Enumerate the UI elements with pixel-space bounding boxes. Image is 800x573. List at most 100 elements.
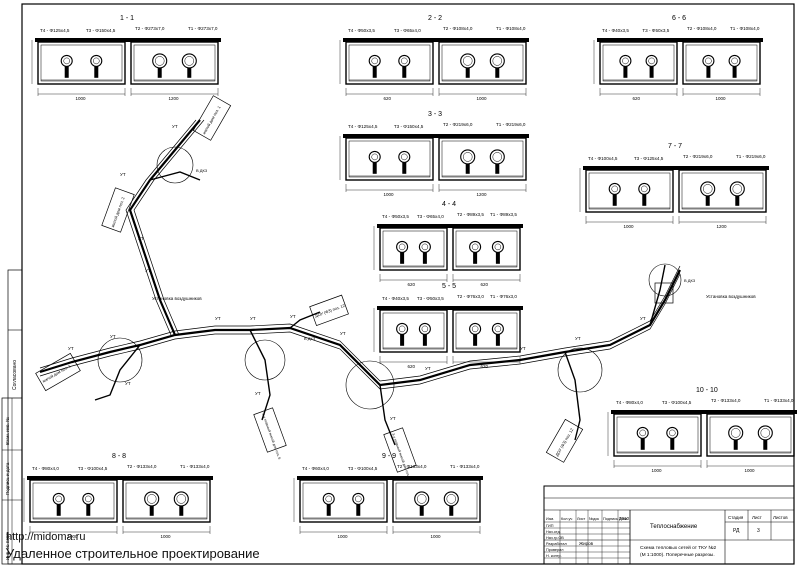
title-col-header: Лист bbox=[577, 517, 586, 521]
node-circle bbox=[97, 337, 143, 383]
building-dou-bottom: ДОУ (ФЗ) поз. 12 bbox=[545, 418, 584, 463]
pipe-label: T1 - Φ273x7,0 bbox=[188, 26, 218, 31]
channel: 620 bbox=[597, 38, 680, 101]
svg-text:3-х этажный жилой дом поз. 6: 3-х этажный жилой дом поз. 6 bbox=[261, 413, 281, 460]
title-stage-header: Стадия bbox=[728, 515, 744, 520]
title-col-header: Дата bbox=[619, 517, 628, 521]
channel: 1000 bbox=[390, 476, 483, 539]
node-circle bbox=[345, 360, 395, 410]
pipe-label: T2 - Φ133x4,0 bbox=[711, 398, 741, 403]
pipe-label: T3 - Φ50x3,5 bbox=[642, 28, 669, 33]
svg-text:УТ: УТ bbox=[68, 346, 74, 351]
pipe-label: T3 - Φ100x4,5 bbox=[78, 466, 108, 471]
pipe-circle bbox=[491, 322, 504, 335]
pipe-label: T3 - Φ150x4,5 bbox=[394, 124, 424, 129]
section-title: 10 - 10 bbox=[696, 387, 718, 394]
dimension-label: 620 bbox=[408, 282, 416, 287]
dimension-label: 620 bbox=[384, 96, 392, 101]
dimension-label: 1000 bbox=[652, 468, 663, 473]
well-labels: УТ УТ УТ УТ УТ УТ УТ УТ УТ УТ УТ УТ УТ У… bbox=[68, 124, 646, 421]
title-role: Нач.отд. bbox=[546, 530, 561, 534]
dimension-label: 1200 bbox=[169, 96, 180, 101]
pipe-circle bbox=[52, 492, 65, 505]
title-role: Нач.гр.ОВ bbox=[546, 536, 564, 540]
pipe-label: T2 - Φ133x4,0 bbox=[127, 464, 157, 469]
side-sign: Подпись и дата bbox=[5, 462, 10, 495]
dimension-label: 620 bbox=[481, 282, 489, 287]
pipe-circle bbox=[491, 240, 504, 253]
pipe-circle bbox=[368, 54, 381, 67]
svg-text:УТ: УТ bbox=[390, 416, 396, 421]
pipe-circle bbox=[152, 53, 168, 69]
dimension-label: 1000 bbox=[68, 534, 79, 539]
pipe-circle bbox=[666, 426, 679, 439]
svg-text:УТ: УТ bbox=[250, 316, 256, 321]
anchor-note-left: Установка воздушников bbox=[152, 296, 202, 301]
pipe-label: T2 - Φ219x6,0 bbox=[443, 122, 473, 127]
dimension-label: 1000 bbox=[338, 534, 349, 539]
side-agreed: Согласовано bbox=[12, 360, 18, 390]
pipe-label: T1 - Φ76x3,0 bbox=[490, 294, 517, 299]
title-col-header: Кол.уч bbox=[561, 517, 572, 521]
node-circle bbox=[244, 339, 286, 381]
section-title: 8 - 8 bbox=[112, 453, 126, 460]
pipe-circle bbox=[173, 491, 189, 507]
pipe-circle bbox=[82, 492, 95, 505]
dimension-label: 1000 bbox=[431, 534, 442, 539]
svg-text:УТ: УТ bbox=[120, 172, 126, 177]
pipe-label: T2 - Φ89x3,5 bbox=[457, 212, 484, 217]
pipe-label: T1 - Φ219x6,0 bbox=[496, 122, 526, 127]
section-title: 7 - 7 bbox=[668, 143, 682, 150]
pipe-circle bbox=[368, 150, 381, 163]
channel: 620 bbox=[377, 306, 450, 369]
pipe-circle bbox=[398, 150, 411, 163]
pipe-circle bbox=[322, 492, 335, 505]
title-sheet: 3 bbox=[757, 528, 760, 534]
pipe-label: T2 - Φ108x4,0 bbox=[687, 26, 717, 31]
svg-text:УТ: УТ bbox=[640, 316, 646, 321]
channel: 1000 bbox=[680, 38, 763, 101]
title-stage: РД bbox=[733, 528, 740, 534]
heating-network-plan: жилой дом поз. 1 жилой дом поз. 2 жилой … bbox=[35, 95, 756, 480]
pipe-circle bbox=[396, 240, 409, 253]
title-sheet-header: Лист bbox=[752, 515, 762, 520]
section-title: 6 - 6 bbox=[672, 15, 686, 22]
pipe-label: T3 - Φ65x4,0 bbox=[394, 28, 421, 33]
pipe-circle bbox=[757, 425, 773, 441]
title-role: ГИП bbox=[546, 524, 554, 528]
channel: 1000 bbox=[704, 410, 797, 473]
svg-text:УТ: УТ bbox=[110, 334, 116, 339]
mark-vdk3-right: В ДК3 bbox=[684, 278, 696, 283]
section-title: 9 - 9 bbox=[382, 453, 396, 460]
section-title: 4 - 4 bbox=[442, 201, 456, 208]
pipe-circle bbox=[608, 182, 621, 195]
title-role: Н. контр. bbox=[546, 554, 562, 558]
svg-text:УТ: УТ bbox=[145, 268, 151, 273]
pipe-label: T4 - Φ125x4,5 bbox=[40, 28, 70, 33]
title-roles: ГИПНач.отд.Нач.гр.ОВРазработалПроверилН.… bbox=[546, 524, 567, 558]
dimension-label: 1000 bbox=[745, 468, 756, 473]
pipe-circle bbox=[90, 54, 103, 67]
pipe-circle bbox=[700, 181, 716, 197]
dimension-label: 620 bbox=[408, 364, 416, 369]
cross-sections: 1 - 1 T4 - Φ125x4,5 T3 - Φ150x4,5 T2 - Φ273… bbox=[23, 15, 797, 539]
anchor-note-right: Установка воздушников bbox=[706, 294, 756, 299]
dimension-label: 1000 bbox=[477, 96, 488, 101]
dimension-label: 1000 bbox=[624, 224, 635, 229]
svg-text:ДОУ (ФЗ) поз. 12: ДОУ (ФЗ) поз. 12 bbox=[314, 303, 346, 319]
pipe-label: T2 - Φ273x7,0 bbox=[135, 26, 165, 31]
channel: 1200 bbox=[676, 166, 769, 229]
pipe-circle bbox=[418, 322, 431, 335]
section-title: 1 - 1 bbox=[120, 15, 134, 22]
watermark-url[interactable]: http://midoma.ru bbox=[6, 531, 86, 543]
pipe-label: T2 - Φ76x3,0 bbox=[457, 294, 484, 299]
pipe-circle bbox=[352, 492, 365, 505]
title-year: 2010 bbox=[619, 516, 630, 521]
channel: 1000 bbox=[120, 476, 213, 539]
